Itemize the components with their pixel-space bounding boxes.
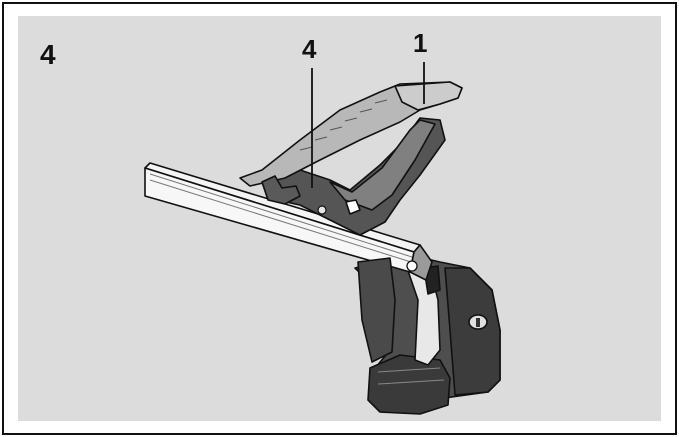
- pivot-pin: [317, 205, 327, 215]
- callout-4-label: 4: [302, 34, 317, 64]
- pedal-upper-face: [394, 81, 463, 111]
- load-bar-groove: [149, 173, 413, 263]
- foot-pad-ridge: [377, 367, 445, 385]
- callout-1-label: 1: [413, 28, 427, 58]
- spring-clip: [345, 199, 361, 215]
- support-strut: [357, 257, 396, 363]
- step-number: 4: [40, 39, 56, 70]
- lever-highlight: [329, 119, 436, 211]
- pedal-grip-ridges: [299, 99, 388, 151]
- end-cap-screw: [406, 260, 418, 272]
- foot-side-face: [444, 267, 501, 396]
- hook-arm: [261, 175, 301, 205]
- foot-base-pad: [367, 354, 451, 415]
- roof-rack-foot-illustration: [144, 81, 501, 415]
- lock-keyhole: [476, 318, 480, 327]
